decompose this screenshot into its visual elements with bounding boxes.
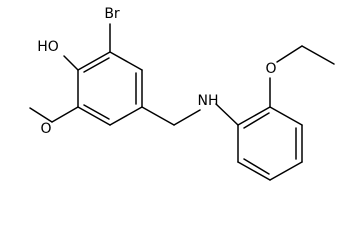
bond-b5-b6 [237, 161, 271, 181]
molecule-structure: Br HO O NH O [29, 6, 335, 181]
bond-ch2-ch3 [301, 45, 335, 65]
bond-a1-a2 [77, 51, 111, 71]
bond-b1-b2-double [243, 112, 270, 129]
bond-a3-a4-double [83, 104, 110, 120]
bond-a4-a5 [109, 106, 143, 126]
bond-o-ch3 [29, 107, 53, 123]
atom-methoxy-o-label: O [40, 121, 51, 137]
bond-o-ch2 [276, 45, 303, 63]
atom-ethoxy-o-label: O [265, 61, 276, 77]
bond-c-ome [51, 106, 79, 123]
atom-amine-label: NH [198, 93, 219, 109]
bond-c-ch2 [141, 106, 175, 126]
bond-c-oh [63, 55, 79, 71]
atom-br-label: Br [104, 6, 120, 22]
structure-canvas: Br HO O NH O [29, 6, 335, 181]
bond-b2-b3 [269, 106, 303, 126]
bond-b5-b6-double [243, 158, 270, 175]
bond-b4-b5 [269, 161, 303, 181]
bond-a1-a2-double [83, 57, 110, 73]
atom-ho-label: HO [37, 39, 59, 55]
bond-a6-a1 [109, 51, 143, 71]
bond-ch2-n [173, 109, 201, 126]
bond-a3-a4 [77, 106, 111, 126]
bond-n-c [215, 103, 239, 126]
bond-b1-b2 [237, 106, 271, 126]
